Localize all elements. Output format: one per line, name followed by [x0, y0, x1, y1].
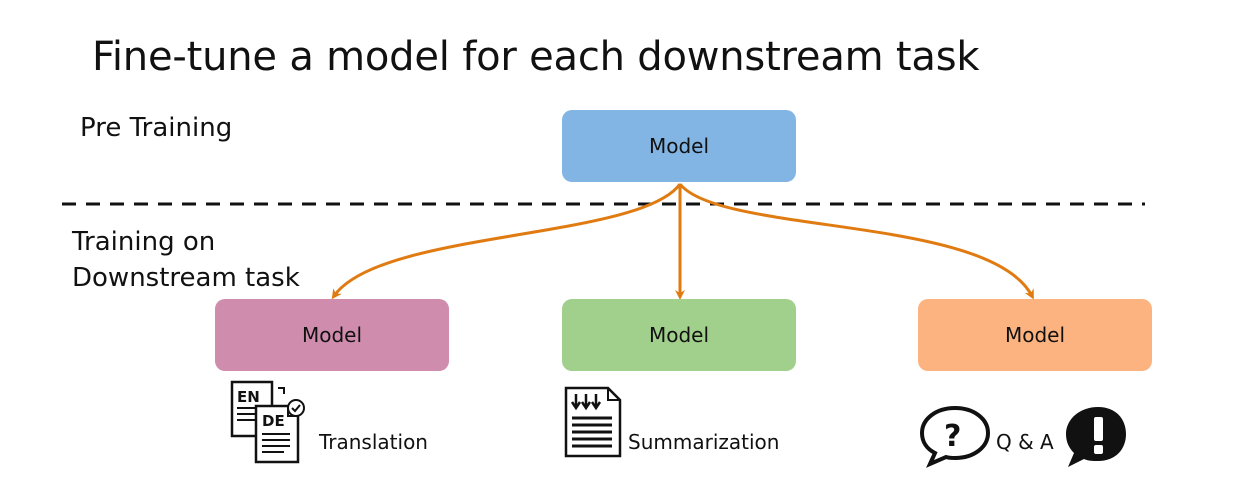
model-label: Model	[648, 134, 710, 158]
task-label-translation: Translation	[319, 430, 428, 454]
task-label-summarization: Summarization	[628, 430, 780, 454]
arrow-to-translation	[331, 183, 682, 300]
page-title: Fine-tune a model for each downstream ta…	[92, 34, 980, 80]
phase-label-downstream-line2: Downstream task	[72, 263, 300, 293]
phase-label-downstream-line1: Training on	[72, 227, 216, 257]
model-box-pretrained: Model	[562, 110, 796, 182]
question-speech-bubble-icon: ?	[919, 405, 991, 468]
phase-label-pretraining: Pre Training	[80, 113, 233, 143]
phase-label-downstream: Training on Downstream task	[72, 224, 300, 296]
model-label: Model	[301, 323, 363, 347]
model-label: Model	[648, 323, 710, 347]
icon-text-de: DE	[262, 412, 285, 430]
model-label: Model	[1004, 323, 1066, 347]
model-box-translation: Model	[215, 299, 449, 371]
document-summary-icon	[564, 386, 622, 458]
icon-text-en: EN	[237, 388, 260, 406]
model-box-qa: Model	[918, 299, 1152, 371]
model-box-summarization: Model	[562, 299, 796, 371]
task-label-qa: Q & A	[996, 430, 1054, 454]
arrow-to-qa	[678, 183, 1034, 300]
exclamation-speech-bubble-icon	[1066, 407, 1126, 467]
svg-text:?: ?	[944, 419, 961, 454]
document-translation-icon: EN DE	[230, 380, 305, 464]
